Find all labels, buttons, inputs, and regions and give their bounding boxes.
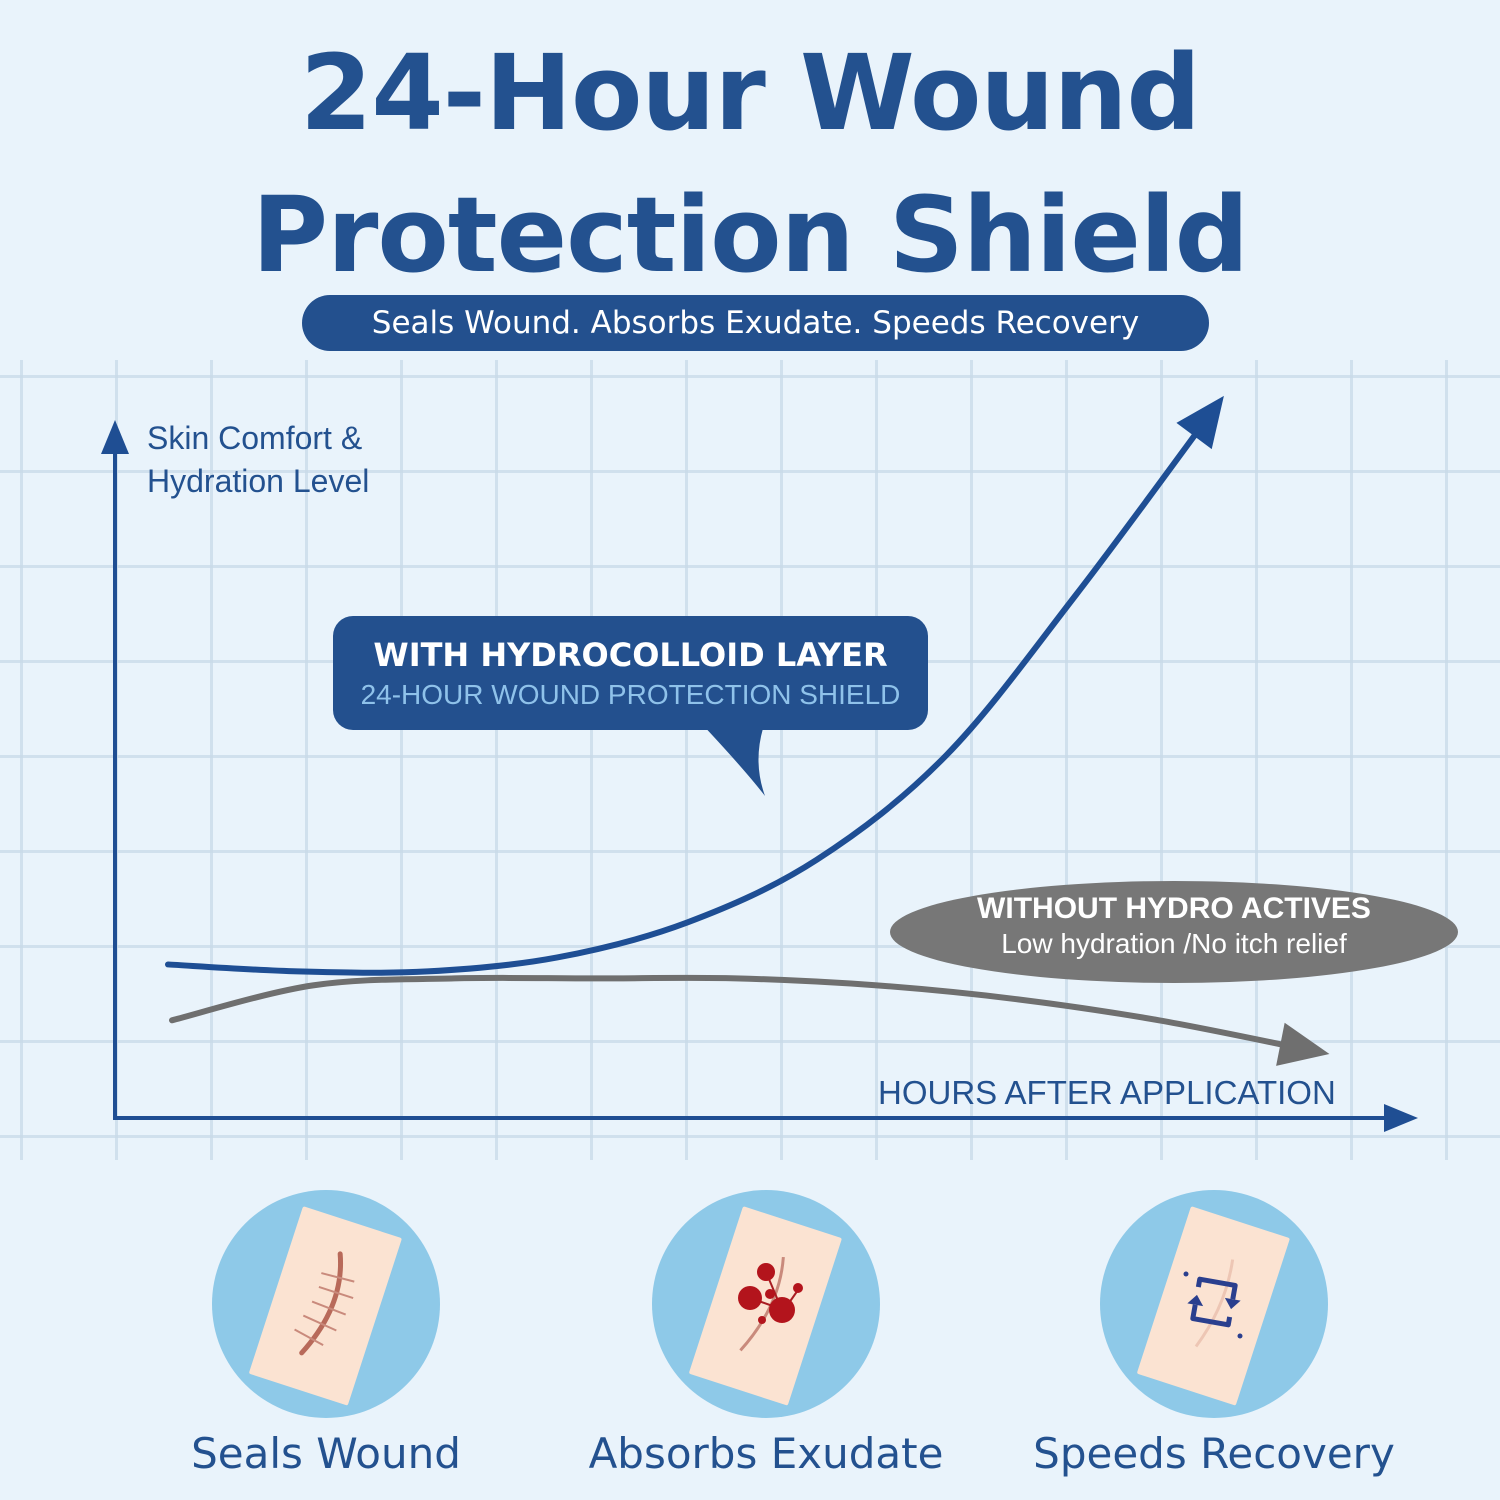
y-axis-arrowhead [101, 420, 129, 454]
page-title: 24-Hour Wound Protection Shield [0, 22, 1500, 306]
feature-label: Speeds Recovery [1033, 1429, 1395, 1478]
callout-with-title: WITH HYDROCOLLOID LAYER [373, 636, 888, 674]
feature-absorbs-exudate: Absorbs Exudate [556, 1190, 976, 1482]
y-axis-label-line-2: Hydration Level [147, 463, 370, 499]
title-line-2: Protection Shield [251, 174, 1249, 296]
series-line-without-hydro-actives [169, 974, 1303, 1052]
y-axis-label-line-1: Skin Comfort & [147, 420, 363, 456]
callout-without-title: WITHOUT HYDRO ACTIVES [977, 892, 1371, 925]
callout-with-hydrocolloid: WITH HYDROCOLLOID LAYER 24-HOUR WOUND PR… [333, 616, 928, 730]
series-with-hydrocolloid-arrowhead [1176, 395, 1224, 450]
feature-circle [212, 1190, 440, 1418]
callout-tail [700, 722, 765, 796]
callout-with-subtitle: 24-HOUR WOUND PROTECTION SHIELD [360, 679, 901, 710]
x-axis-label: HOURS AFTER APPLICATION [878, 1074, 1336, 1111]
feature-label: Seals Wound [191, 1429, 461, 1478]
feature-speeds-recovery: Speeds Recovery [1004, 1190, 1424, 1482]
series-line-with-hydrocolloid [165, 417, 1209, 976]
x-axis-arrowhead [1384, 1104, 1418, 1132]
series-without-hydro-actives-arrowhead [1276, 1022, 1330, 1066]
feature-circle [1100, 1190, 1328, 1418]
tagline-pill: Seals Wound. Absorbs Exudate. Speeds Rec… [302, 295, 1209, 351]
callout-without-subtitle: Low hydration /No itch relief [1001, 928, 1347, 959]
y-axis-label: Skin Comfort & Hydration Level [147, 417, 369, 503]
title-line-1: 24-Hour Wound [300, 32, 1201, 154]
absorb-droplets-icon [689, 1206, 842, 1406]
recovery-cycle-icon [1137, 1206, 1290, 1406]
stitched-wound-icon [249, 1206, 402, 1406]
feature-label: Absorbs Exudate [588, 1429, 944, 1478]
feature-circle [652, 1190, 880, 1418]
feature-seals-wound: Seals Wound [116, 1190, 536, 1482]
callout-without-hydro-actives: WITHOUT HYDRO ACTIVES Low hydration /No … [890, 881, 1458, 983]
